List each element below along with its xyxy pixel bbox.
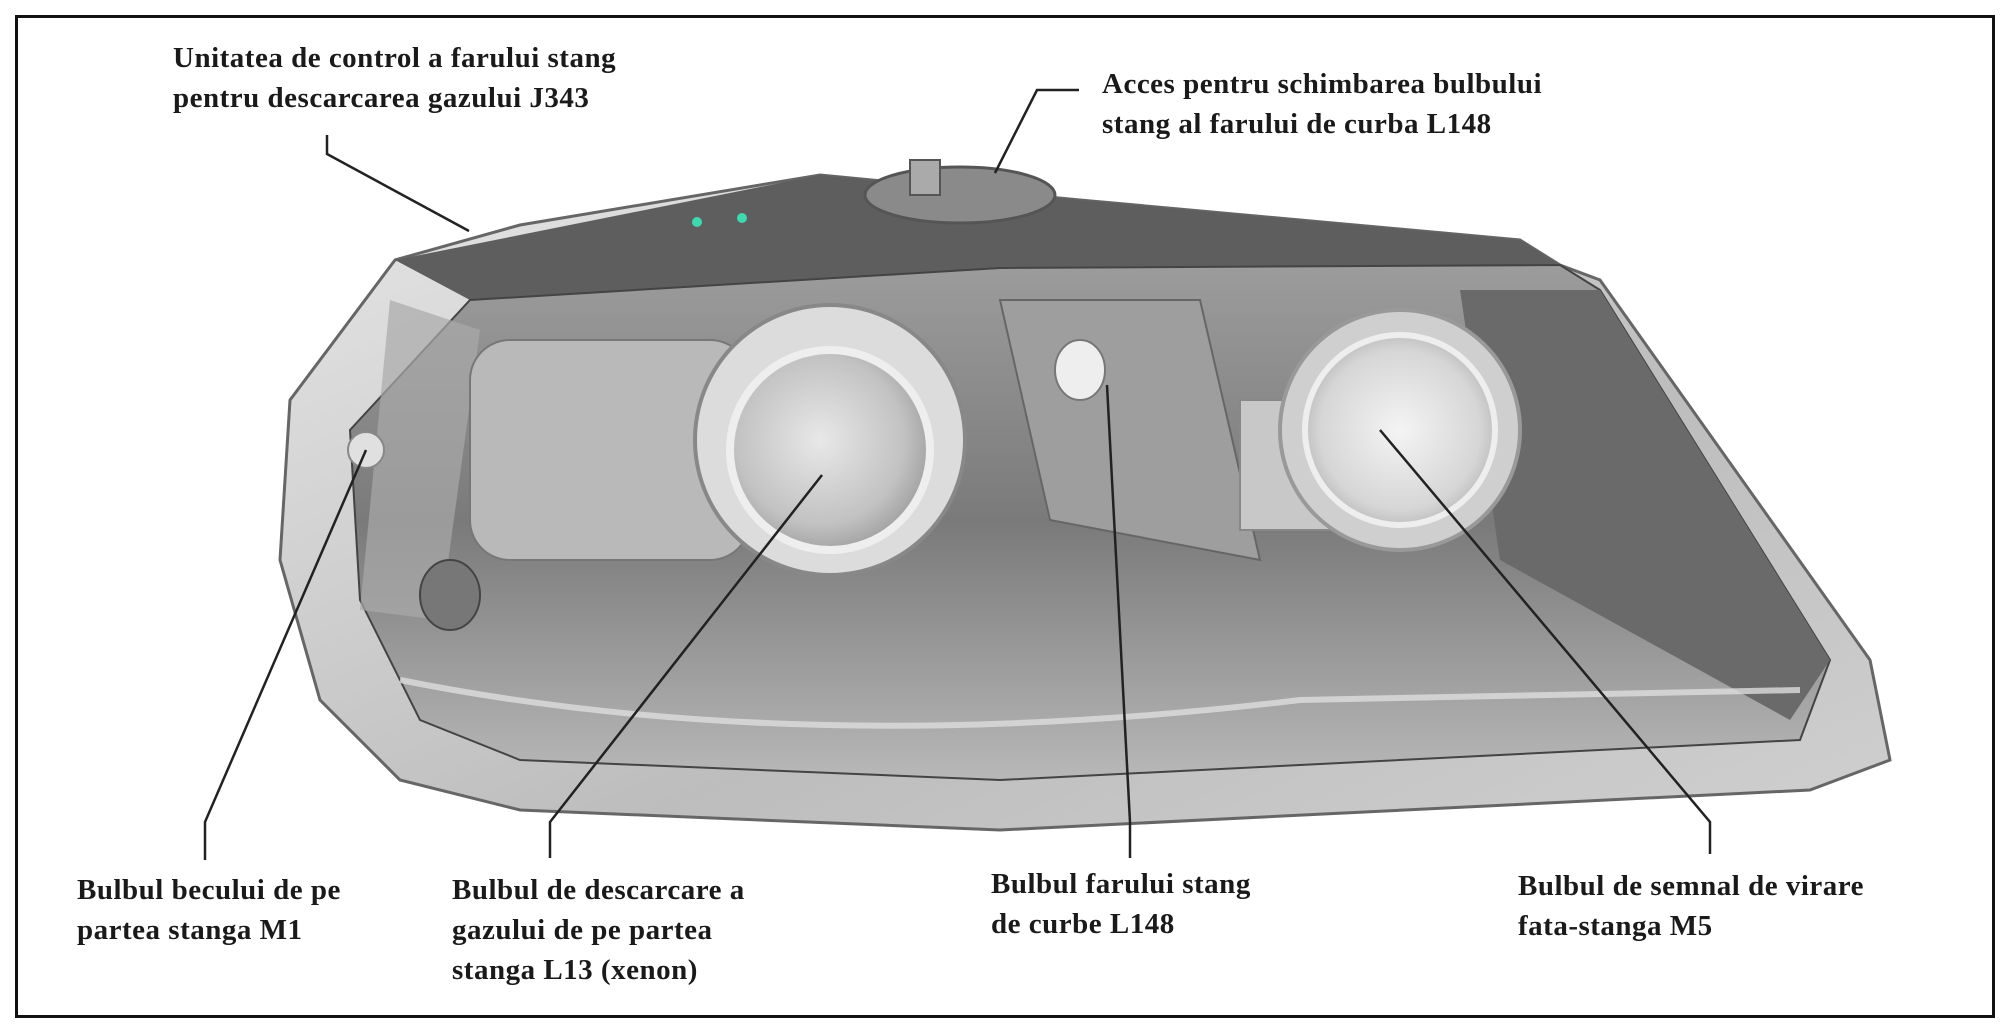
label-bulb-m1: Bulbul becului de pe partea stanga M1 [77,870,341,950]
leader-line-m1 [203,449,368,860]
label-line: partea stanga M1 [77,914,303,946]
leader-lines [203,88,1712,860]
leader-line-m5 [1379,429,1712,854]
label-line: pentru descarcarea gazului J343 [173,82,590,114]
leader-line-access [993,88,1079,174]
leader-line-l13 [548,474,823,858]
label-line: stang al farului de curba L148 [1102,108,1492,140]
label-line: de curbe L148 [991,908,1175,940]
leader-line-control-unit [325,135,470,233]
label-access-l148: Acces pentru schimbarea bulbului stang a… [1102,64,1542,144]
headlight-housing [278,159,1892,832]
label-line: Acces pentru schimbarea bulbului [1102,68,1543,100]
leader-line-l148 [1105,384,1132,858]
indicator-led [737,213,747,223]
label-line: Bulbul farului stang [991,868,1251,900]
label-line: Bulbul becului de pe [77,874,341,906]
label-bulb-l13: Bulbul de descarcare a gazului de pe par… [452,870,745,990]
bulb-l148 [1054,339,1106,401]
label-line: stanga L13 (xenon) [452,954,698,986]
indicator-led [692,217,702,227]
diagram-border [15,15,1995,1018]
label-line: fata-stanga M5 [1518,910,1713,942]
label-bulb-m5: Bulbul de semnal de virare fata-stanga M… [1518,866,1864,946]
label-line: Unitatea de control a farului stang [173,42,617,74]
label-bulb-l148: Bulbul farului stang de curbe L148 [991,864,1251,944]
access-cap [863,165,1057,225]
label-line: Bulbul de semnal de virare [1518,870,1864,902]
label-control-unit-j343: Unitatea de control a farului stang pent… [173,38,616,118]
label-line: gazului de pe partea [452,914,713,946]
label-line: Bulbul de descarcare a [452,874,745,906]
